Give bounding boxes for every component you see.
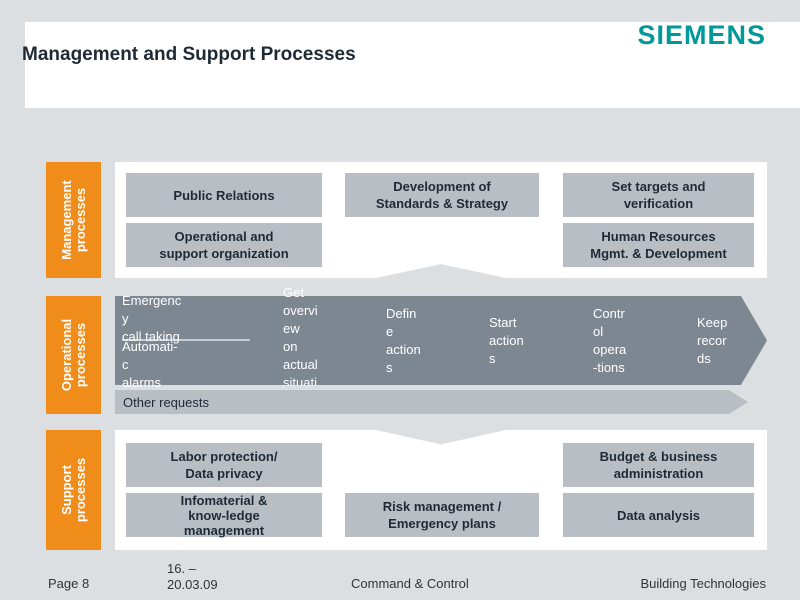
labor-protection-box: Labor protection/ Data privacy <box>126 443 322 487</box>
public-relations-box: Public Relations <box>126 173 322 217</box>
footer-date: 16. – 20.03.09 <box>167 561 218 592</box>
human-resources-box: Human Resources Mgmt. & Development <box>563 223 754 267</box>
infomaterial-box: Infomaterial & know-ledge management <box>126 493 322 538</box>
footer-page-number: Page 8 <box>48 576 90 591</box>
other-requests-arrow <box>115 390 748 414</box>
support-processes-text: Support processes <box>58 457 88 523</box>
op-step-emergency-call: Emergenc y call taking <box>122 293 182 344</box>
op-step-start-actions: Start action s <box>489 315 524 366</box>
operational-support-box: Operational and support organization <box>126 223 322 267</box>
data-analysis-box: Data analysis <box>563 493 754 537</box>
header-bar <box>25 22 800 108</box>
op-step-define-actions: Defin e action s <box>386 306 421 375</box>
other-requests-label: Other requests <box>123 395 209 410</box>
op-step-get-overview: Get overvi ew on actual situati <box>283 285 318 386</box>
footer-center-text: Command & Control <box>351 576 469 591</box>
operational-processes-label: Operational processes <box>46 296 101 414</box>
management-processes-text: Management processes <box>58 180 88 260</box>
footer-right-text: Building Technologies <box>640 576 766 591</box>
page-title: Management and Support Processes <box>22 44 356 65</box>
operational-divider-line <box>122 339 250 341</box>
risk-management-box: Risk management / Emergency plans <box>345 493 539 537</box>
budget-administration-box: Budget & business administration <box>563 443 754 487</box>
op-step-keep-records: Keep recor ds <box>697 315 728 366</box>
siemens-logo: SIEMENS <box>637 20 766 50</box>
op-step-control-operations: Contr ol opera -tions <box>593 306 627 375</box>
op-step-automatic-alarms: Automati- c alarms <box>122 339 178 390</box>
set-targets-box: Set targets and verification <box>563 173 754 217</box>
development-standards-box: Development of Standards & Strategy <box>345 173 539 217</box>
support-processes-label: Support processes <box>46 430 101 550</box>
management-processes-label: Management processes <box>46 162 101 278</box>
operational-processes-text: Operational processes <box>58 318 88 392</box>
